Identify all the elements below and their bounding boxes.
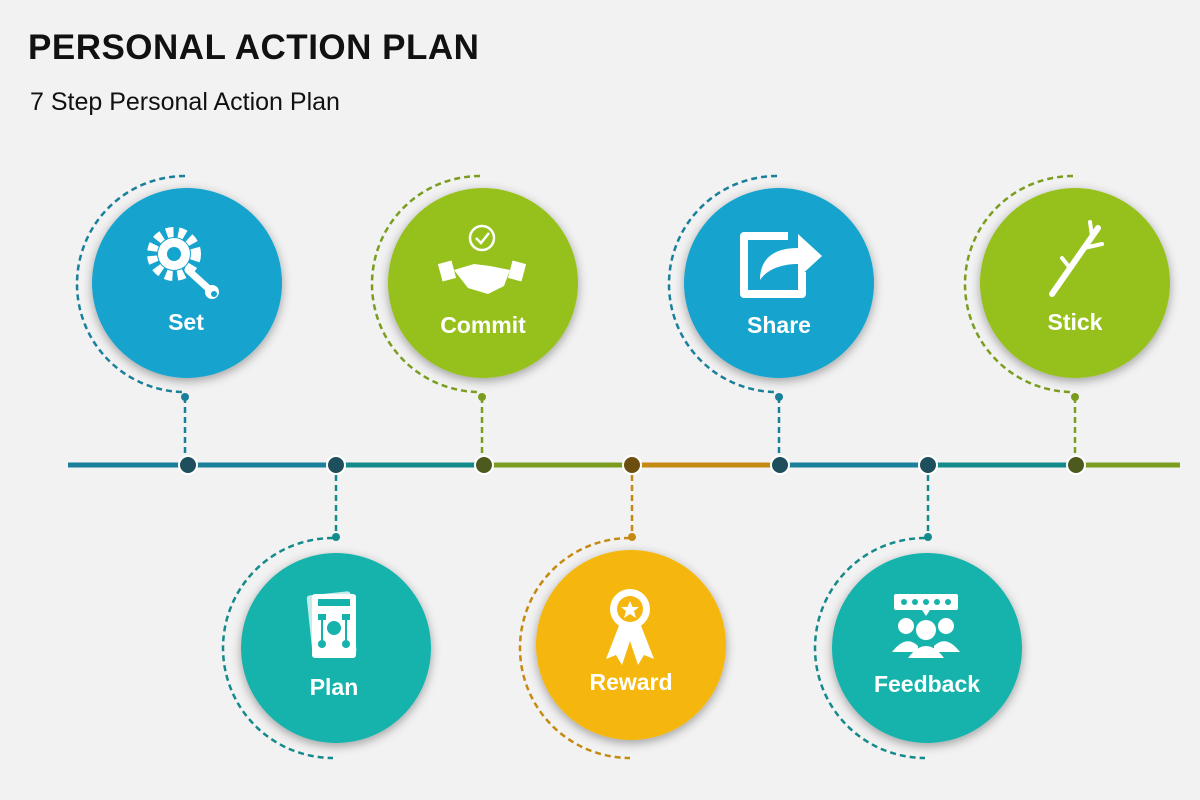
timeline-node bbox=[1066, 455, 1086, 475]
connector-dot bbox=[332, 533, 340, 541]
dashed-arc bbox=[813, 536, 926, 760]
share-arrow-icon bbox=[740, 232, 822, 298]
feedback-people-icon bbox=[892, 594, 960, 658]
page-subtitle: 7 Step Personal Action Plan bbox=[30, 88, 340, 116]
step-reward: Reward bbox=[518, 455, 726, 760]
award-ribbon-icon bbox=[606, 589, 654, 665]
dashed-arc bbox=[221, 536, 334, 760]
timeline-node bbox=[918, 455, 938, 475]
step-label: Set bbox=[168, 309, 204, 335]
stick-branch-icon bbox=[1049, 220, 1104, 297]
step-label: Feedback bbox=[874, 671, 980, 697]
step-label: Reward bbox=[589, 669, 672, 695]
step-set: Set bbox=[75, 174, 282, 475]
step-label: Stick bbox=[1048, 309, 1103, 335]
step-circle bbox=[536, 550, 726, 740]
connector-dot bbox=[1071, 393, 1079, 401]
step-commit: Commit bbox=[370, 174, 578, 475]
connector-dot bbox=[775, 393, 783, 401]
dashed-arc bbox=[667, 174, 778, 394]
page-title: PERSONAL ACTION PLAN bbox=[28, 28, 480, 67]
dashed-arc bbox=[75, 174, 186, 394]
step-circle bbox=[684, 188, 874, 378]
step-stick: Stick bbox=[963, 174, 1170, 475]
dashed-arc bbox=[963, 174, 1074, 394]
timeline-node bbox=[622, 455, 642, 475]
handshake-icon bbox=[437, 224, 527, 294]
timeline-node bbox=[178, 455, 198, 475]
connector-dot bbox=[628, 533, 636, 541]
timeline-node bbox=[474, 455, 494, 475]
step-feedback: Feedback bbox=[813, 455, 1022, 760]
step-circle bbox=[980, 188, 1170, 378]
dashed-arc bbox=[518, 536, 631, 760]
connector-dot bbox=[478, 393, 486, 401]
step-label: Plan bbox=[310, 674, 359, 700]
connector-dot bbox=[181, 393, 189, 401]
timeline-node bbox=[326, 455, 346, 475]
gear-wrench-icon bbox=[147, 227, 219, 299]
timeline-node bbox=[770, 455, 790, 475]
step-label: Commit bbox=[440, 312, 526, 338]
connector-dot bbox=[924, 533, 932, 541]
plan-document-icon bbox=[306, 591, 357, 658]
step-label: Share bbox=[747, 312, 811, 338]
step-plan: Plan bbox=[221, 455, 431, 760]
step-share: Share bbox=[667, 174, 874, 475]
step-circle bbox=[92, 188, 282, 378]
dashed-arc bbox=[370, 174, 481, 394]
